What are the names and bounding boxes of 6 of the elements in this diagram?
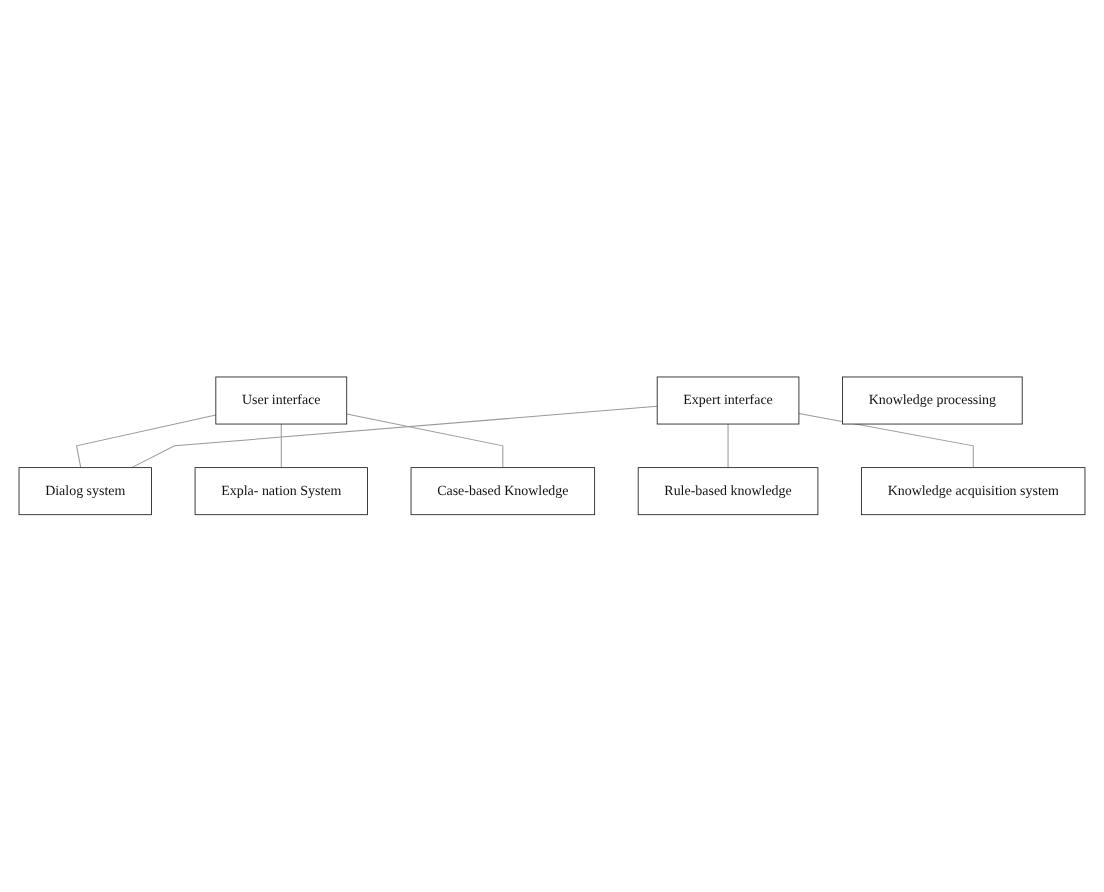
connector [75,414,217,469]
connector [346,413,504,469]
connector [131,405,658,469]
connector [798,413,974,469]
connector [280,423,282,469]
connector [727,423,729,469]
